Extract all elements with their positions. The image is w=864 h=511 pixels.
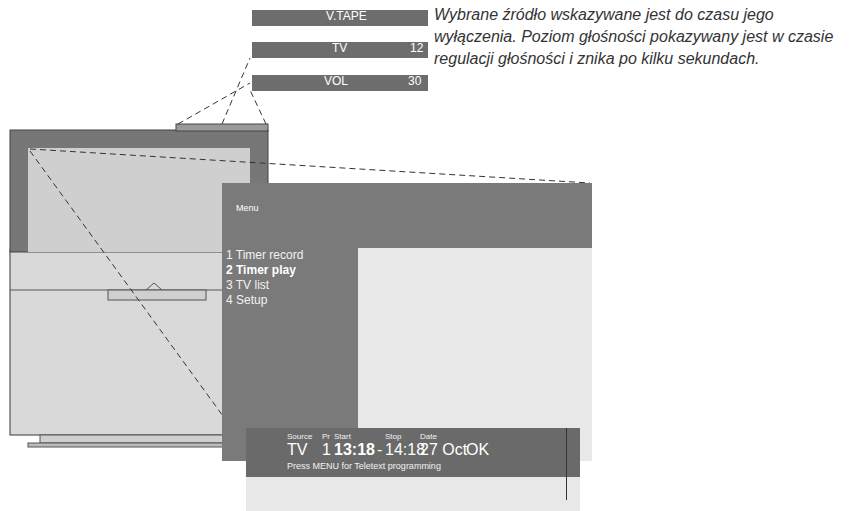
display-holder: [176, 124, 268, 131]
cursor-line: [566, 428, 567, 500]
node-text: 3 TV list: [226, 279, 269, 293]
node-text: TV: [332, 42, 347, 56]
node-text: 4 Setup: [226, 294, 267, 308]
node-text: Stop: [385, 432, 401, 441]
node-text: 12: [410, 42, 423, 56]
node-text: Source: [287, 432, 312, 441]
node-text: 2 Timer play: [226, 264, 296, 278]
node-text: 1: [322, 441, 331, 459]
node-text: Date: [420, 432, 437, 441]
node-text: 14:18: [385, 441, 425, 459]
tv-stand: [40, 435, 245, 443]
node-text: VOL: [324, 75, 348, 89]
node-text: Menu: [236, 203, 259, 213]
panel-area: [246, 477, 580, 511]
node-text: Press MENU for Teletext programming: [287, 461, 441, 471]
display-bar: TV 12: [252, 42, 428, 58]
node-text: OK: [466, 441, 489, 459]
display-bar: VOL 30: [252, 75, 428, 91]
caption-note: Wybrane źródło wskazywane jest do czasu …: [434, 4, 858, 70]
node-text: -: [377, 441, 382, 459]
node-text: 27 Oct: [420, 441, 467, 459]
tv-screen: [28, 148, 250, 252]
node-text: 30: [408, 75, 421, 89]
node-text: 1 Timer record: [226, 249, 303, 263]
node-text: TV: [287, 441, 307, 459]
node-text: V.TAPE: [326, 10, 367, 24]
node-text: Start: [334, 432, 351, 441]
node-text: 13:18: [334, 441, 375, 459]
control-flap: [108, 290, 206, 300]
timer-panel: Source Pr Start Stop DateTV 113:18-14:1827 Oc…: [246, 428, 580, 511]
flap-handle: [146, 283, 162, 290]
menu-panel: Menu 1 Timer record2 Timer play3 TV list4…: [222, 183, 592, 461]
display-bar: V.TAPE: [252, 10, 428, 26]
node-text: Pr: [322, 432, 330, 441]
